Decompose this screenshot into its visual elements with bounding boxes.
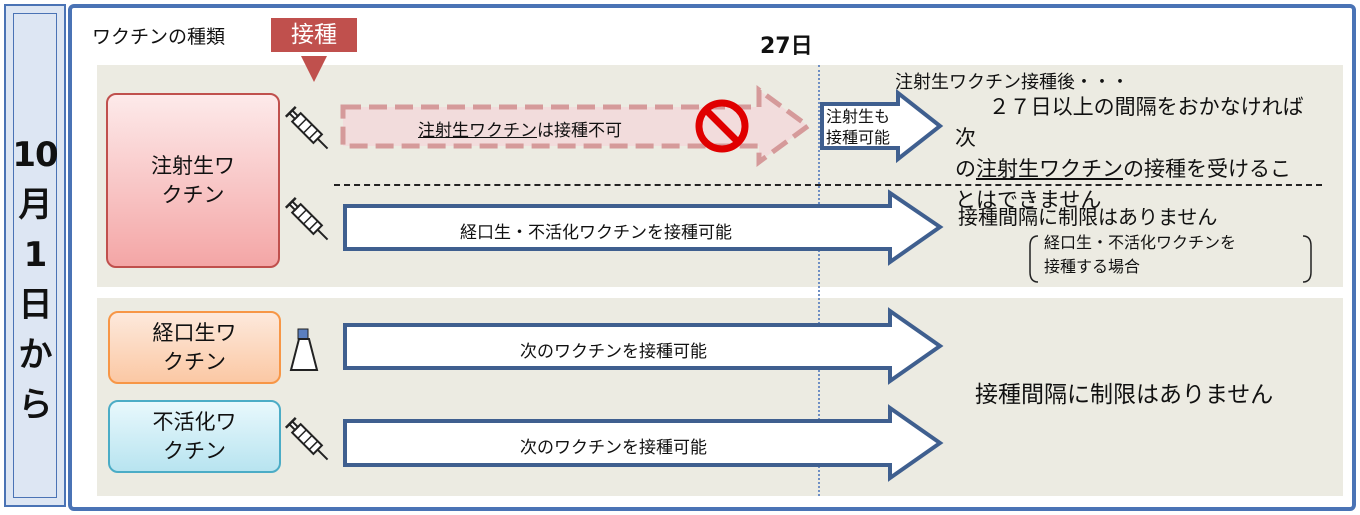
syringe-icon	[284, 196, 334, 246]
start-date-label: 10 月 1 日 から	[12, 135, 58, 425]
inactivated-vaccine-box: 不活化ワクチン	[108, 400, 281, 473]
syringe-icon	[284, 416, 334, 466]
oral-live-vaccine-box: 経口生ワクチン	[108, 311, 281, 384]
no-interval-limit-text-2: 接種間隔に制限はありません	[975, 382, 1274, 408]
next-vaccine-label-inactivated: 次のワクチンを接種可能	[520, 438, 707, 458]
start-date-banner: 10 月 1 日 から	[4, 4, 66, 507]
blocked-arrow	[340, 85, 813, 167]
next-vaccine-arrow-oral	[343, 307, 944, 385]
day-27-label: 27日	[760, 34, 813, 59]
no-interval-limit-condition: 経口生・不活化ワクチンを 接種する場合	[1044, 233, 1237, 276]
oral-inactivated-possible-arrow	[343, 189, 944, 266]
day-27-divider	[818, 65, 820, 496]
down-arrow-icon	[301, 56, 327, 82]
no-interval-limit-text-1: 接種間隔に制限はありません	[958, 205, 1218, 229]
live-possible-label: 注射生も 接種可能	[826, 107, 891, 147]
next-vaccine-arrow-inactivated	[343, 404, 944, 482]
blocked-arrow-label: 注射生ワクチンは接種不可	[418, 121, 622, 141]
live-possible-arrow	[820, 88, 944, 164]
next-vaccine-label-oral: 次のワクチンを接種可能	[520, 342, 707, 362]
syringe-icon	[284, 105, 334, 155]
inoculation-badge: 接種	[271, 18, 357, 52]
note-right-bracket	[1302, 235, 1312, 283]
oral-vaccine-bottle-icon	[289, 328, 319, 371]
after-live-note-body: ２７日以上の間隔をおかなければ次 の注射生ワクチンの接種を受けるこ とはできませ…	[955, 95, 1304, 212]
after-live-note-title: 注射生ワクチン接種後・・・	[895, 72, 1129, 93]
oral-inactivated-possible-label: 経口生・不活化ワクチンを接種可能	[460, 223, 732, 243]
dashed-separator	[334, 184, 1322, 186]
note-left-bracket	[1029, 235, 1039, 283]
no-entry-icon	[695, 99, 749, 153]
live-injection-vaccine-box: 注射生ワクチン	[106, 93, 280, 268]
vaccine-type-label: ワクチンの種類	[92, 26, 226, 48]
